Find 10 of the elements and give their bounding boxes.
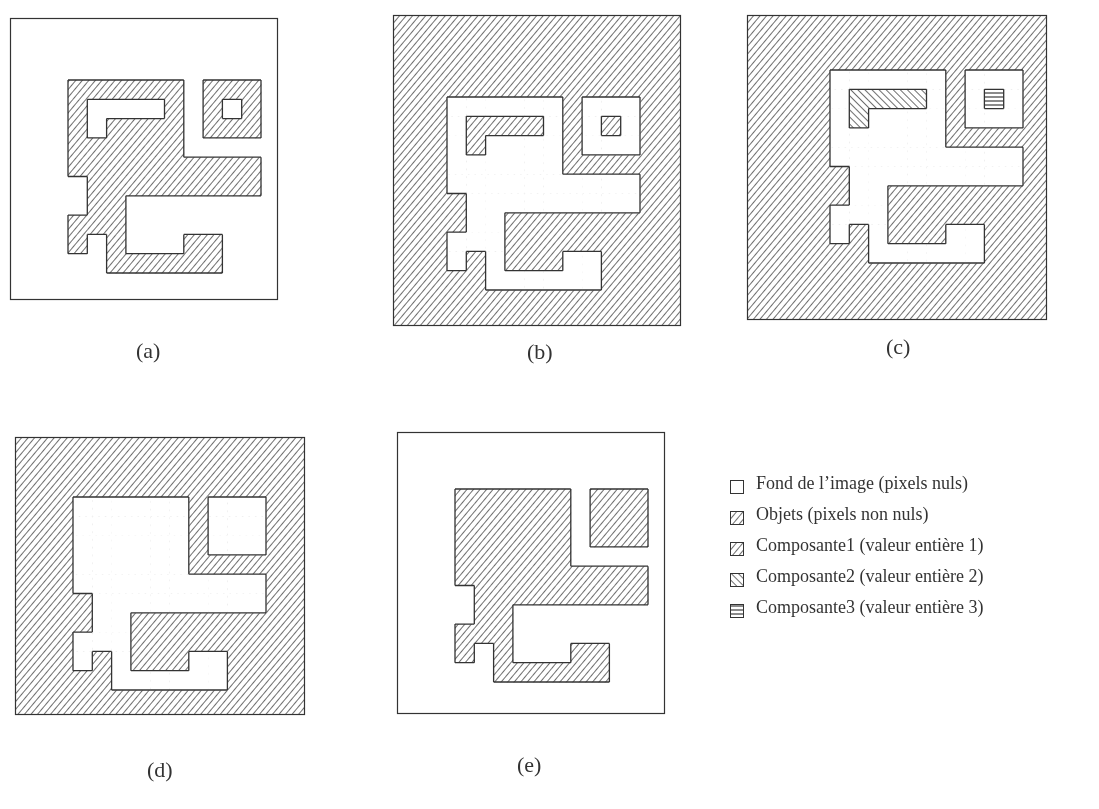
legend-text: Objets (pixels non nuls) — [756, 504, 929, 525]
legend-text: Composante2 (valeur entière 2) — [756, 566, 984, 587]
legend-text: Composante3 (valeur entière 3) — [756, 597, 984, 618]
panel-label: (d) — [147, 757, 173, 783]
legend-text: Fond de l’image (pixels nuls) — [756, 473, 968, 494]
panel-label: (c) — [886, 334, 911, 360]
panel-label: (e) — [517, 752, 542, 778]
panel-label: (a) — [136, 338, 161, 364]
panel-label: (b) — [527, 339, 553, 365]
legend-text: Composante1 (valeur entière 1) — [756, 535, 984, 556]
